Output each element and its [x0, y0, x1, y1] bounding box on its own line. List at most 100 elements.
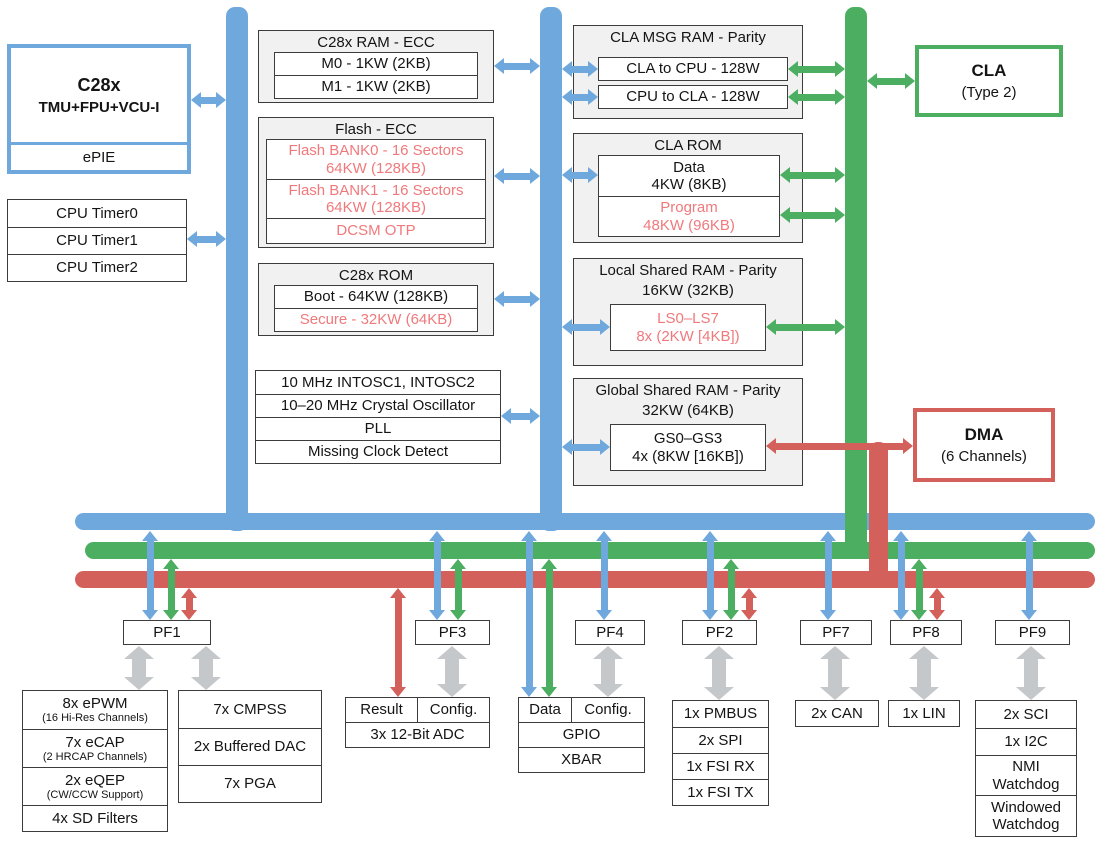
arrow-clabus-to-pf3 — [450, 559, 466, 620]
arrow-pf1-to-analog-peripherals — [191, 646, 221, 690]
pf3-block: PF3 — [415, 620, 490, 645]
pf2-peripherals-block: 1x PMBUS 2x SPI 1x FSI RX 1x FSI TX — [672, 700, 769, 806]
cpu-subtitle: TMU+FPU+VCU-I — [38, 98, 160, 116]
c28x-ram-title: C28x RAM - ECC — [317, 34, 435, 51]
eqep-sublabel: (CW/CCW Support) — [46, 788, 144, 801]
cla-rom-program-block: Program 48KW (96KB) — [599, 196, 779, 236]
ecap-label: 7x eCAP — [65, 733, 125, 751]
xbar-block: XBAR — [518, 747, 645, 773]
arrow-membus-to-pf3 — [429, 531, 445, 620]
gs-banks-line1: GS0–GS3 — [653, 429, 723, 447]
cla-title: CLA — [971, 60, 1007, 80]
dma-block: DMA (6 Channels) — [913, 408, 1055, 482]
pga-block: 7x PGA — [179, 765, 321, 802]
flash-title: Flash - ECC — [335, 121, 417, 138]
flash-bank0-block: Flash BANK0 - 16 Sectors 64KW (128KB) — [267, 140, 485, 179]
gs-banks-block: GS0–GS3 4x (8KW [16KB]) — [610, 424, 766, 471]
local-shared-ram-title-line2: 16KW (32KB) — [642, 281, 734, 299]
arrow-membus-to-gpio-data — [521, 531, 537, 697]
spi-block: 2x SPI — [673, 727, 768, 753]
global-shared-ram-title: Global Shared RAM - Parity 32KW (64KB) — [574, 379, 802, 420]
cla-bus-horizontal — [85, 542, 1095, 559]
arrow-pf1-to-control-peripherals — [124, 646, 154, 690]
cla-block: CLA (Type 2) — [915, 45, 1063, 117]
cla-rom-data-line2: 4KW (8KB) — [651, 176, 727, 193]
flash-bank1-line2: 64KW (128KB) — [325, 199, 427, 216]
arrow-flash-to-membus — [494, 168, 540, 184]
windowed-watchdog-line1: Windowed — [990, 798, 1062, 816]
nmi-watchdog-line2: Watchdog — [992, 775, 1060, 793]
nmi-watchdog-line1: NMI — [1012, 758, 1040, 776]
adc-block: 3x 12-Bit ADC — [345, 722, 490, 748]
cla-rom-title: CLA ROM — [654, 137, 722, 154]
arrow-cpu-to-membus — [191, 92, 226, 108]
flash-banks-block: Flash BANK0 - 16 Sectors 64KW (128KB) Fl… — [266, 139, 486, 244]
ram-m0-block: M0 - 1KW (2KB) — [274, 52, 478, 76]
arrow-dmabus-to-pf8 — [929, 588, 945, 620]
ram-m1-block: M1 - 1KW (2KB) — [274, 75, 478, 99]
arrow-pf7-to-can — [820, 646, 850, 700]
pf2-block: PF2 — [682, 620, 757, 645]
cmpss-block: 7x CMPSS — [213, 700, 287, 718]
cpu-memory-bus-vertical-2 — [540, 7, 562, 531]
arrow-dmabus-to-pf2 — [741, 588, 757, 620]
arrow-clabus-to-pf2 — [723, 559, 739, 620]
eqep-block: 2x eQEP (CW/CCW Support) — [23, 767, 167, 805]
pf9-block: PF9 — [995, 620, 1070, 645]
ecap-sublabel: (2 HRCAP Channels) — [42, 750, 148, 763]
clock-block: 10 MHz INTOSC1, INTOSC2 10–20 MHz Crysta… — [255, 370, 501, 464]
cpu-timer1: CPU Timer1 — [8, 227, 186, 254]
control-peripherals-block: 8x ePWM (16 Hi-Res Channels) 7x eCAP (2 … — [22, 690, 168, 832]
ls-banks-line1: LS0–LS7 — [657, 309, 719, 327]
cla-rom-data-line1: Data — [673, 158, 705, 176]
flash-bank0-line2: 64KW (128KB) — [325, 159, 427, 177]
arrow-ram-to-membus — [494, 58, 540, 74]
cla-to-cpu-block: CLA to CPU - 128W — [598, 57, 788, 81]
flash-bank0-line1: Flash BANK0 - 16 Sectors — [288, 142, 464, 160]
fsi-tx-block: 1x FSI TX — [673, 779, 768, 805]
arrow-pf4-to-gpio — [593, 646, 623, 697]
cpu-timer0: CPU Timer0 — [56, 204, 138, 222]
c28x-rom-title: C28x ROM — [338, 267, 414, 284]
gpio-config-block: Config. — [571, 697, 645, 723]
cla-rom-block: Data 4KW (8KB) Program 48KW (96KB) — [598, 155, 780, 237]
adc-config-block: Config. — [417, 697, 490, 723]
cla-msg-ram-title: CLA MSG RAM - Parity — [610, 29, 766, 46]
arrow-membus-to-lsram — [562, 319, 610, 335]
dcsm-otp-block: DCSM OTP — [267, 218, 485, 243]
arrow-pf2-to-comms — [704, 646, 734, 700]
local-shared-ram-title-line1: Local Shared RAM - Parity — [599, 262, 777, 279]
ls-banks-block: LS0–LS7 8x (2KW [4KB]) — [610, 304, 766, 351]
clock-intosc: 10 MHz INTOSC1, INTOSC2 — [281, 373, 475, 391]
gpio-data-block: Data — [518, 697, 572, 723]
arrow-lsram-to-clabus — [766, 319, 845, 335]
cla-rom-data-block: Data 4KW (8KB) — [599, 156, 779, 196]
cpu-title: C28x — [77, 74, 121, 95]
arrow-pf3-to-adc — [437, 646, 467, 697]
c28x-cpu-title-area: C28x TMU+FPU+VCU-I — [11, 48, 187, 142]
arrow-timers-to-membus — [187, 231, 226, 247]
arrow-membus-to-gsram — [562, 439, 610, 455]
buffered-dac-block: 2x Buffered DAC — [179, 728, 321, 765]
epwm-block: 8x ePWM (16 Hi-Res Channels) — [23, 691, 167, 729]
dma-bus-vertical — [869, 442, 888, 588]
dma-title: DMA — [964, 424, 1004, 444]
arrow-clabus-to-pf8 — [911, 559, 927, 620]
sd-filters-block: 4x SD Filters — [23, 805, 167, 831]
arrow-membus-to-pf4 — [596, 531, 612, 620]
cla-bus-vertical — [845, 7, 867, 559]
can-block: 2x CAN — [795, 700, 879, 727]
ecap-block: 7x eCAP (2 HRCAP Channels) — [23, 729, 167, 767]
memory-bus-horizontal — [75, 513, 1095, 530]
arrow-cla-rom-data-to-clabus — [780, 167, 845, 183]
cpu-to-cla-block: CPU to CLA - 128W — [598, 85, 788, 109]
clock-pll: PLL — [256, 417, 500, 440]
pf1-block: PF1 — [123, 620, 211, 645]
arrow-cpu-to-cla-to-clabus — [788, 89, 845, 105]
clock-missing-clock-detect: Missing Clock Detect — [256, 440, 500, 463]
flash-bank1-line1: Flash BANK1 - 16 Sectors — [288, 181, 464, 199]
epie-block: ePIE — [11, 142, 187, 170]
arrow-clabus-to-pf1 — [163, 559, 179, 620]
local-shared-ram-title: Local Shared RAM - Parity 16KW (32KB) — [574, 259, 802, 300]
